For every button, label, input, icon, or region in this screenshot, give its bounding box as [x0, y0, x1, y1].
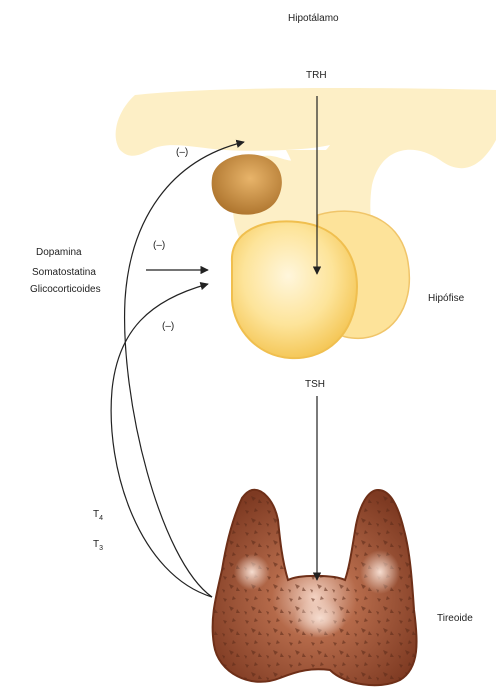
median-eminence-gland — [212, 154, 282, 214]
thyroid-gland — [213, 490, 417, 685]
inhibitor-glucocorticoids: Glicocorticoides — [30, 284, 101, 295]
inhibitor-somatostatin: Somatostatina — [32, 267, 96, 278]
thyroid-label: Tireoide — [437, 613, 473, 624]
feedback-sign-pituitary: (–) — [162, 321, 174, 332]
inhibitor-dopamine: Dopamina — [36, 247, 82, 258]
tsh-label: TSH — [305, 379, 325, 390]
feedback-sign-hypothalamus: (–) — [176, 147, 188, 158]
t4-label: T4 — [93, 509, 103, 522]
feedback-sign-inhibitors: (–) — [153, 240, 165, 251]
pituitary-anterior-lobe — [232, 221, 357, 358]
feedback-arrow-hypothalamus — [125, 142, 244, 597]
t3-label: T3 — [93, 539, 103, 552]
trh-label: TRH — [306, 70, 327, 81]
hypothalamus-label: Hipotálamo — [288, 13, 339, 24]
pituitary-label: Hipófise — [428, 293, 465, 304]
